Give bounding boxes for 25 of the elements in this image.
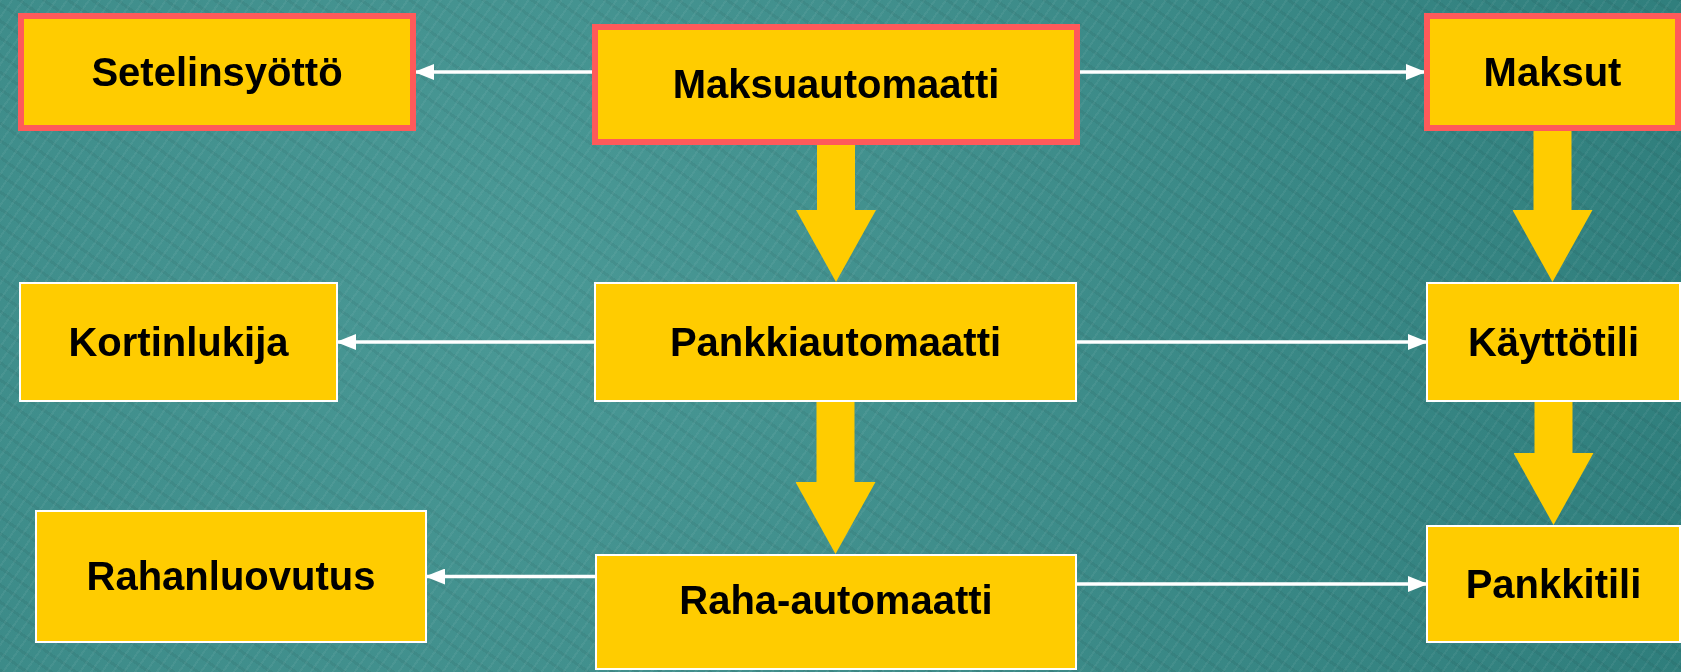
box-label: Raha-automaatti (679, 578, 993, 623)
block-arrow (1513, 402, 1594, 525)
process-box (18, 13, 416, 131)
arrow (1077, 576, 1428, 592)
block-arrow (796, 145, 876, 282)
box-label: Pankkitili (1465, 561, 1642, 607)
box-label: Kortinlukija (68, 319, 289, 365)
arrow (1080, 64, 1426, 80)
box-label: Setelinsyöttö (91, 49, 343, 95)
process-box (35, 510, 427, 643)
box-label: Käyttötili (1467, 319, 1640, 365)
process-box (1424, 13, 1681, 131)
process-box (1426, 525, 1681, 643)
process-box (594, 282, 1077, 402)
box-label: Rahanluovutus (86, 554, 376, 599)
arrow (1077, 334, 1428, 350)
process-box (592, 24, 1080, 145)
box-label: Pankkiautomaatti (669, 319, 1002, 365)
block-arrow (795, 402, 876, 554)
block-arrow (1512, 131, 1593, 282)
process-box (1426, 282, 1681, 402)
box-label: Maksut (1483, 49, 1622, 95)
box-label: Maksuautomaatti (672, 62, 1000, 107)
process-box (19, 282, 338, 402)
process-box (595, 554, 1077, 670)
